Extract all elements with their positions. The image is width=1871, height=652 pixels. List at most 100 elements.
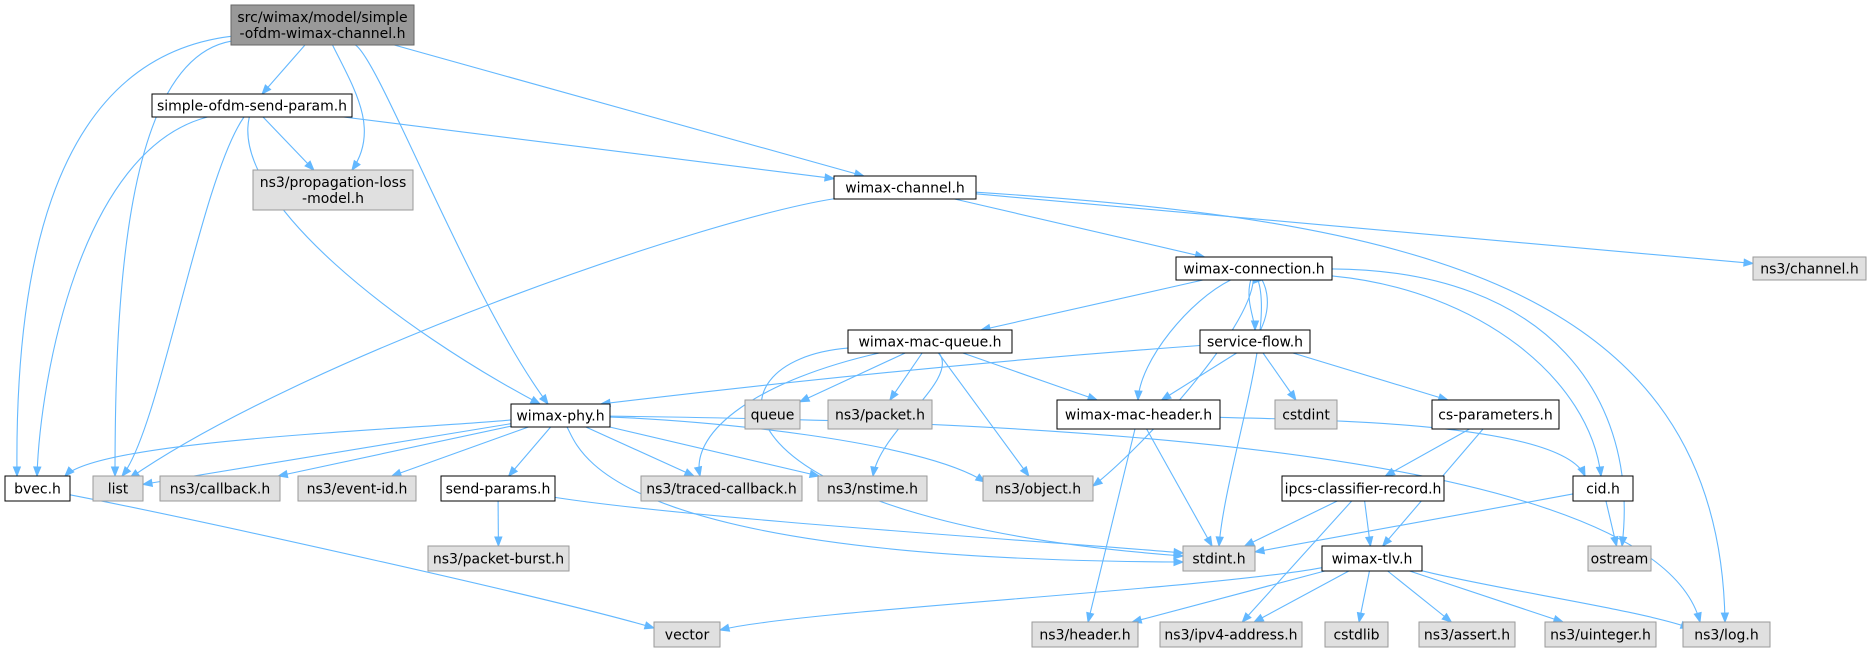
node-mac-header[interactable]: wimax-mac-header.h [1056,399,1221,430]
node-label: wimax-mac-header.h [1065,408,1212,424]
node-box [640,475,803,502]
node-service-flow[interactable]: service-flow.h [1199,329,1311,354]
node-ostream: ostream [1587,545,1652,572]
node-assert: ns3/assert.h [1418,621,1516,648]
node-nstime: ns3/nstime.h [817,475,928,502]
node-mac-queue[interactable]: wimax-mac-queue.h [847,329,1013,354]
arrowhead-root-to-send_param [261,84,272,96]
node-bvec[interactable]: bvec.h [4,475,71,502]
node-label: ns3/ipv4-address.h [1164,628,1297,644]
node-box [427,545,570,572]
arrowhead-wimax_channel-to-log [1720,612,1730,624]
node-wimax-tlv[interactable]: wimax-tlv.h [1321,545,1423,572]
edge-service_flow-to-cs_params [1292,352,1448,401]
node-ipcs[interactable]: ipcs-classifier-record.h [1281,475,1445,502]
node-label: ns3/uinteger.h [1550,628,1651,644]
node-box [1182,545,1256,572]
arrowhead-root-to-bvec [12,466,22,478]
node-stdint: stdint.h [1182,545,1256,572]
arrowhead-wimax_connection-to-object [1091,476,1104,487]
node-label: wimax-connection.h [1183,262,1324,278]
node-box [1159,621,1303,648]
node-box [440,475,556,502]
arrowhead-wimax_phy-to-send_params [507,466,519,478]
arrowhead-wimax_connection-to-cid [1595,466,1605,478]
edge-service_flow-to-wimax_phy [600,344,1201,405]
node-send-params[interactable]: send-params.h [440,475,556,502]
node-cs-params[interactable]: cs-parameters.h [1431,399,1560,430]
node-wimax-connection[interactable]: wimax-connection.h [1175,256,1333,281]
arrowhead-root-to-wimax_phy [538,393,549,406]
node-box [1056,399,1221,430]
edge-wimax_channel-to-wimax_connection [954,198,1205,258]
node-box [1682,621,1771,648]
node-box [847,329,1013,354]
node-root[interactable]: src/wimax/model/simple-ofdm-wimax-channe… [230,4,415,46]
node-layer: src/wimax/model/simple-ofdm-wimax-channe… [4,4,1867,648]
edge-service_flow-to-wimax_connection [1260,279,1268,331]
node-box [1752,256,1867,281]
node-cstdint: cstdint [1274,399,1338,430]
node-box [92,475,144,502]
arrowhead-wimax_phy-to-nstime [808,469,821,478]
node-label: ns3/callback.h [170,482,270,498]
node-queue: queue [744,399,801,430]
node-box [151,93,353,118]
node-cid[interactable]: cid.h [1572,475,1634,502]
arrowhead-mac_queue-to-packet [889,389,899,402]
arrowhead-wimax_tlv-to-ipv4 [1252,613,1265,623]
arrowhead-wimax_tlv-to-uinteger [1552,614,1565,624]
edge-wimax_channel-to-ns3_channel [975,193,1754,264]
node-label: ipcs-classifier-record.h [1285,482,1442,498]
edge-root-to-wimax_phy [355,44,549,405]
node-wimax-channel[interactable]: wimax-channel.h [833,175,977,200]
node-wimax-phy[interactable]: wimax-phy.h [510,403,611,428]
node-box [1418,621,1516,648]
edge-mac_header-to-cid [1219,416,1586,477]
node-label: src/wimax/model/simple [237,10,407,26]
arrowhead-send_param-to-list [121,465,132,478]
arrowhead-wimax_tlv-to-cstdlib [1356,611,1366,624]
node-callback: ns3/callback.h [159,475,281,502]
node-label: ns3/propagation-loss [260,175,407,191]
edge-mac_queue-to-stdint [760,347,1184,557]
node-ns3-channel: ns3/channel.h [1752,256,1867,281]
arrowhead-root-to-prop_loss [351,159,361,172]
node-label: ostream [1591,552,1649,568]
edge-wimax_tlv-to-log [1421,570,1691,629]
node-label: send-params.h [446,482,551,498]
node-box [817,475,928,502]
node-label: cstdint [1282,408,1330,424]
arrowhead-mac_header-to-stdint [1203,535,1213,548]
arrowhead-send_param-to-wimax_channel [824,173,836,182]
arrowhead-service_flow-to-mac_header [1160,391,1172,401]
node-label: ns3/event-id.h [307,482,408,498]
edge-service_flow-to-mac_header [1161,352,1237,401]
node-traced-cb: ns3/traced-callback.h [640,475,803,502]
edge-wimax_phy-to-list [142,423,512,485]
edge-wimax_phy-to-bvec [64,419,512,477]
edge-mac_queue-to-traced_cb [698,352,880,477]
node-send-param[interactable]: simple-ofdm-send-param.h [151,93,353,118]
edge-root-to-prop_loss [332,44,365,171]
arrowhead-send_params-to-stdint [1173,547,1185,557]
node-label: ns3/object.h [995,482,1081,498]
node-box [833,175,977,200]
node-label: vector [665,628,710,644]
edge-wimax_phy-to-send_params [508,426,552,477]
arrowhead-wimax_phy-to-callback [276,469,289,479]
edge-root-to-send_param [261,44,306,95]
arrowhead-wimax_phy-to-traced_cb [683,468,696,477]
node-box [1175,256,1333,281]
edge-ipcs-to-ipv4 [1241,500,1353,623]
node-packet: ns3/packet.h [827,399,933,430]
node-box [159,475,281,502]
arrowhead-wimax_connection-to-stdint [1215,536,1224,548]
edge-send_param-to-wimax_channel [343,116,835,180]
edge-bvec-to-vector [69,494,655,629]
edge-cid-to-stdint [1254,493,1574,553]
arrowhead-wimax_connection-to-mac_header [1134,390,1143,402]
node-ipv4: ns3/ipv4-address.h [1159,621,1303,648]
node-label: ns3/nstime.h [827,482,918,498]
